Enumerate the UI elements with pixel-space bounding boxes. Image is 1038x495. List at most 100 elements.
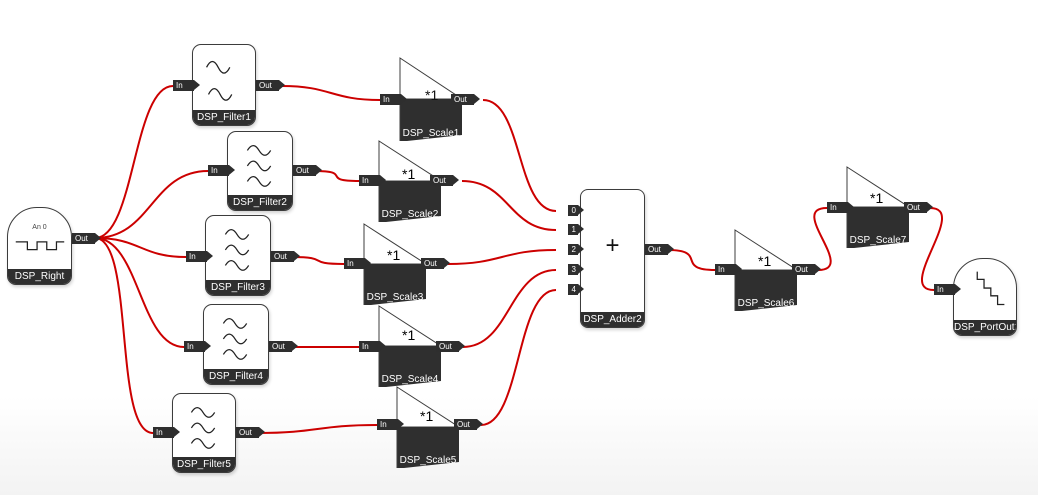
block-label: DSP_Scale6 <box>737 298 795 309</box>
block-dsp-portout1[interactable]: DSP_PortOut1 In <box>934 258 1017 336</box>
block-label: DSP_Scale3 <box>366 292 424 303</box>
input-port[interactable]: In <box>827 202 854 213</box>
bandpass-filter-icon <box>222 317 248 360</box>
wire-right-filter2[interactable] <box>94 170 209 239</box>
output-port[interactable]: Out <box>904 202 933 213</box>
input-port[interactable]: In <box>380 94 407 105</box>
source-caption: An 0 <box>32 224 47 231</box>
block-dsp-right[interactable]: An 0 DSP_Right Out <box>7 207 101 285</box>
adder-input-4[interactable]: 4 <box>568 284 584 295</box>
input-port[interactable]: In <box>377 419 404 430</box>
wire-filter3-scale3[interactable] <box>291 256 345 265</box>
scale-factor: *1 <box>870 190 884 206</box>
wire-filter1-scale1[interactable] <box>281 85 381 101</box>
wire-filter2-scale2[interactable] <box>313 170 360 182</box>
adder-input-0[interactable]: 0 <box>568 205 584 216</box>
block-dsp-filter4[interactable]: DSP_Filter4 In Out <box>184 304 298 385</box>
block-body: DSP_Filter2 <box>227 131 293 211</box>
bandpass-filter-icon <box>246 144 272 187</box>
block-dsp-filter3[interactable]: DSP_Filter3 In Out <box>186 215 300 296</box>
square-wave-icon <box>15 241 65 251</box>
wire-scale6-scale7[interactable] <box>813 207 832 271</box>
block-dsp-scale1[interactable]: *1 DSP_Scale1 In Out <box>380 57 480 141</box>
amplifier-triangle-icon <box>378 140 442 222</box>
wire-scale5-adder4[interactable] <box>480 289 557 426</box>
output-port[interactable]: Out <box>454 419 483 430</box>
wire-right-filter5[interactable] <box>94 237 154 434</box>
block-label: DSP_Scale2 <box>381 209 439 220</box>
adder-input-1[interactable]: 1 <box>568 224 584 235</box>
adder-input-3[interactable]: 3 <box>568 264 584 275</box>
output-port[interactable]: Out <box>256 80 285 91</box>
block-dsp-filter2[interactable]: DSP_Filter2 In Out <box>208 131 322 211</box>
output-port[interactable]: Out <box>792 264 821 275</box>
block-dsp-filter5[interactable]: DSP_Filter5 In Out <box>153 393 265 473</box>
block-dsp-scale4[interactable]: *1 DSP_Scale4 In Out <box>359 305 465 387</box>
amplifier-triangle-icon <box>734 229 798 311</box>
block-label: DSP_Filter3 <box>206 280 270 295</box>
block-dsp-scale5[interactable]: *1 DSP_Scale5 In Out <box>377 386 483 468</box>
block-body: DSP_Filter4 <box>203 304 269 385</box>
output-port[interactable]: Out <box>236 427 265 438</box>
lowpass-filter-icon <box>205 60 233 101</box>
input-port[interactable]: In <box>934 284 961 295</box>
bandpass-filter-icon <box>224 228 250 271</box>
wire-right-filter1[interactable] <box>94 85 174 239</box>
wire-scale1-adder0[interactable] <box>482 99 557 212</box>
output-port[interactable]: Out <box>271 251 300 262</box>
output-port[interactable]: Out <box>430 175 459 186</box>
output-port[interactable]: Out <box>436 341 465 352</box>
input-port[interactable]: In <box>344 258 371 269</box>
plus-symbol: + <box>605 232 620 259</box>
block-dsp-filter1[interactable]: DSP_Filter1 In Out <box>173 44 285 126</box>
block-label: DSP_Right <box>8 269 71 284</box>
wire-right-filter4[interactable] <box>94 237 185 348</box>
scale-factor: *1 <box>425 87 439 103</box>
output-port[interactable]: Out <box>72 233 101 244</box>
block-body: + DSP_Adder2 <box>580 189 645 328</box>
input-port[interactable]: In <box>186 251 213 262</box>
block-dsp-scale6[interactable]: *1 DSP_Scale6 In Out <box>715 229 821 311</box>
output-port[interactable]: Out <box>451 94 480 105</box>
output-port[interactable]: Out <box>421 258 450 269</box>
block-dsp-scale7[interactable]: *1 DSP_Scale7 In Out <box>827 166 933 248</box>
wire-scale4-adder3[interactable] <box>462 269 557 348</box>
input-port[interactable]: In <box>153 427 180 438</box>
input-port[interactable]: In <box>359 175 386 186</box>
input-port[interactable]: In <box>359 341 386 352</box>
block-label: DSP_Filter2 <box>228 195 292 210</box>
scale-factor: *1 <box>402 166 416 182</box>
output-port[interactable]: Out <box>269 341 298 352</box>
adder-input-2[interactable]: 2 <box>568 244 584 255</box>
bandpass-filter-icon <box>190 406 216 449</box>
block-label: DSP_Filter1 <box>193 110 255 125</box>
output-port[interactable]: Out <box>293 165 322 176</box>
input-port[interactable]: In <box>208 165 235 176</box>
amplifier-triangle-icon <box>846 166 910 248</box>
block-label: DSP_Scale4 <box>381 374 439 385</box>
input-port[interactable]: In <box>173 80 200 91</box>
wire-adder-scale6[interactable] <box>667 249 716 271</box>
wire-right-filter3[interactable] <box>94 237 187 258</box>
wire-filter5-scale5[interactable] <box>257 424 378 434</box>
block-body: An 0 DSP_Right <box>7 207 72 285</box>
output-port[interactable]: Out <box>645 244 674 255</box>
staircase-icon <box>976 271 1005 306</box>
block-dsp-scale2[interactable]: *1 DSP_Scale2 In Out <box>359 140 459 222</box>
wire-scale2-adder1[interactable] <box>461 180 557 231</box>
input-port[interactable]: In <box>715 264 742 275</box>
amplifier-triangle-icon <box>396 386 460 468</box>
block-dsp-scale3[interactable]: *1 DSP_Scale3 In Out <box>344 223 450 305</box>
block-label: DSP_PortOut1 <box>954 320 1017 335</box>
block-dsp-adder2[interactable]: + DSP_Adder2 0 1 2 3 4 Out <box>568 189 674 328</box>
scale-factor: *1 <box>387 247 401 263</box>
block-body: DSP_Filter3 <box>205 215 271 296</box>
scale-factor: *1 <box>758 253 772 269</box>
wire-scale3-adder2[interactable] <box>447 249 557 265</box>
block-body: DSP_Filter1 <box>192 44 256 126</box>
wire-scale7-portout[interactable] <box>920 207 944 291</box>
block-body: DSP_PortOut1 <box>953 258 1017 336</box>
input-port[interactable]: In <box>184 341 211 352</box>
